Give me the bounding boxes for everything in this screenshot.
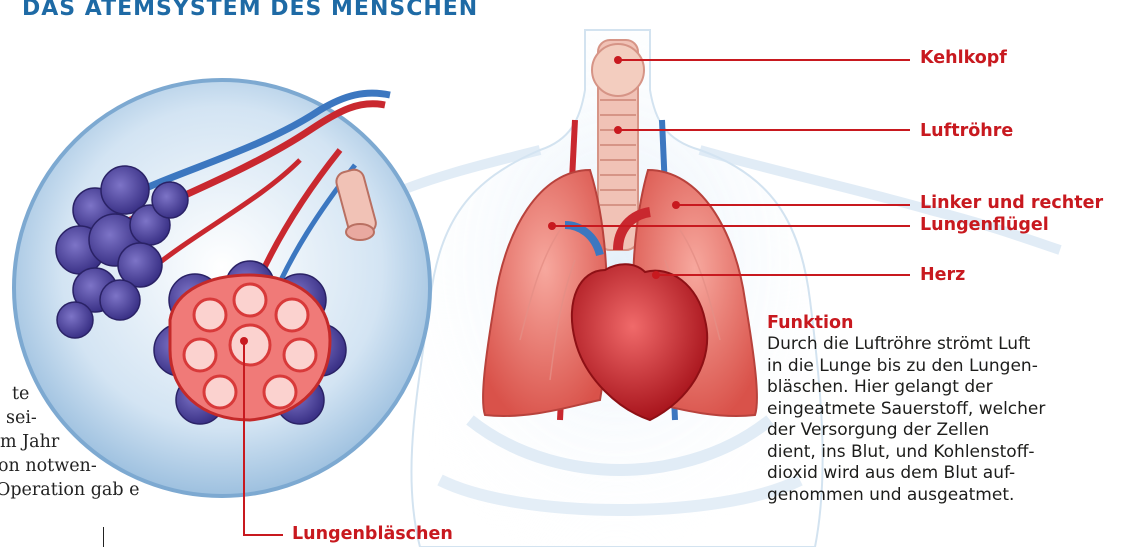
lungenblaeschen-leader-vertical bbox=[243, 341, 245, 536]
function-line: bläschen. Hier gelangt der bbox=[767, 377, 1119, 399]
function-line: in die Lunge bis zu den Lungen- bbox=[767, 356, 1119, 378]
label-lunge-line1: Linker und rechter bbox=[920, 193, 1103, 214]
side-text-line: Operation gab es bbox=[0, 478, 140, 502]
side-text-line: te bbox=[0, 382, 140, 406]
side-text-line: m Jahr bbox=[0, 430, 140, 454]
label-lungenblaeschen: Lungenbläschen bbox=[292, 524, 453, 545]
herz-leader-line bbox=[658, 274, 910, 276]
function-line: dient, ins Blut, und Kohlenstoff- bbox=[767, 442, 1119, 464]
label-herz: Herz bbox=[920, 265, 965, 286]
luftroehre-leader-line bbox=[620, 129, 910, 131]
right-lung-leader-line bbox=[554, 225, 910, 227]
lungenblaeschen-leader-horizontal bbox=[243, 534, 283, 536]
column-divider bbox=[103, 527, 104, 547]
label-kehlkopf: Kehlkopf bbox=[920, 48, 1007, 69]
function-line: genommen und ausgeatmet. bbox=[767, 485, 1119, 507]
kehlkopf-leader-line bbox=[620, 59, 910, 61]
function-text: Durch die Luftröhre strömt Luft in die L… bbox=[767, 334, 1119, 506]
function-line: Durch die Luftröhre strömt Luft bbox=[767, 334, 1119, 356]
side-text-line: sei- bbox=[0, 406, 140, 430]
function-line: dioxid wird aus dem Blut auf- bbox=[767, 463, 1119, 485]
side-text-line: on notwen- bbox=[0, 454, 140, 478]
function-title: Funktion bbox=[767, 313, 853, 333]
function-line: eingeatmete Sauerstoff, welcher bbox=[767, 399, 1119, 421]
label-luftroehre: Luftröhre bbox=[920, 121, 1013, 142]
left-lung-leader-line bbox=[678, 204, 910, 206]
page-title: DAS ATEMSYSTEM DES MENSCHEN bbox=[22, 0, 478, 21]
side-body-text: te sei- m Jahr on notwen- Operation gab … bbox=[0, 382, 140, 502]
label-lunge-line2: Lungenflügel bbox=[920, 215, 1049, 236]
function-line: der Versorgung der Zellen bbox=[767, 420, 1119, 442]
